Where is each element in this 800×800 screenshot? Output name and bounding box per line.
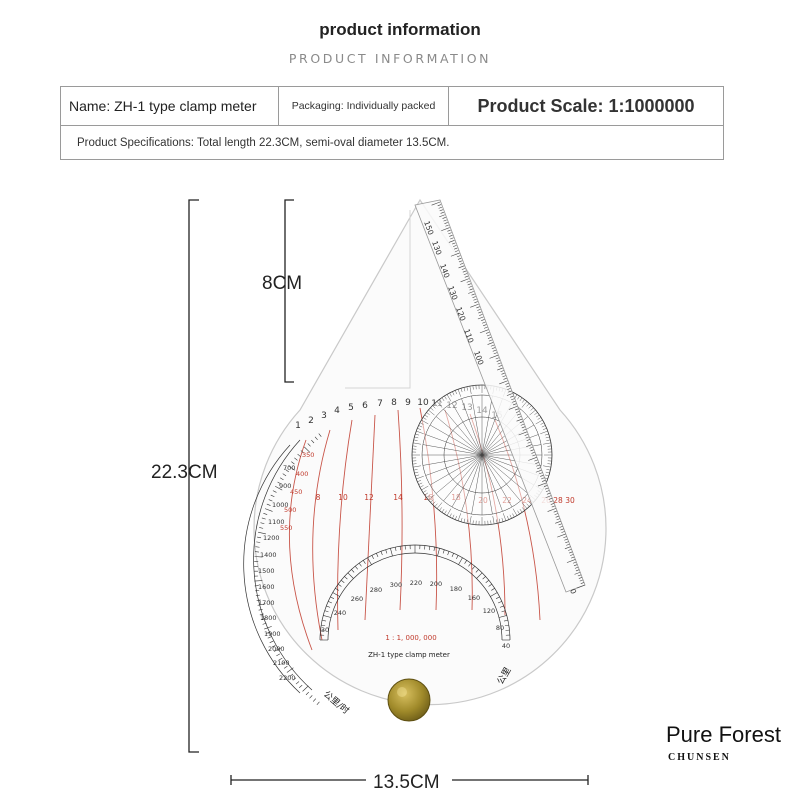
spec-scale: Product Scale: 1:1000000 xyxy=(477,95,695,116)
straight-ruler: 150 130 140 130 120 110 100 0 xyxy=(414,199,586,596)
spec-specifications: Product Specifications: Total length 22.… xyxy=(77,137,450,149)
svg-text:2200: 2200 xyxy=(279,674,296,682)
left-arc-scale xyxy=(243,439,313,694)
left-arc-ticks xyxy=(254,433,322,706)
svg-text:500: 500 xyxy=(284,506,296,514)
svg-text:220: 220 xyxy=(410,579,422,587)
brass-knob xyxy=(387,678,431,722)
svg-text:280: 280 xyxy=(370,586,382,594)
svg-text:1600: 1600 xyxy=(258,583,275,591)
svg-text:5: 5 xyxy=(348,403,354,413)
svg-text:80: 80 xyxy=(496,624,504,632)
svg-text:8: 8 xyxy=(391,398,397,408)
svg-text:450: 450 xyxy=(290,488,302,496)
dimension-label-top: 8CM xyxy=(262,273,303,294)
svg-text:1200: 1200 xyxy=(263,534,280,542)
svg-text:300: 300 xyxy=(390,581,402,589)
ruler-unit-left: 公里/时 xyxy=(321,688,352,717)
svg-text:14: 14 xyxy=(393,493,403,502)
svg-text:40: 40 xyxy=(502,642,510,650)
svg-text:2000: 2000 xyxy=(268,645,285,653)
svg-text:6: 6 xyxy=(362,401,368,411)
svg-text:240: 240 xyxy=(334,609,346,617)
spec-row-1: Name: ZH-1 type clamp meter Packaging: I… xyxy=(61,87,723,126)
svg-text:180: 180 xyxy=(450,585,462,593)
svg-text:400: 400 xyxy=(296,470,308,478)
svg-text:4: 4 xyxy=(334,406,340,416)
bottom-protractor-ticks xyxy=(320,545,510,641)
brand-sub: CHUNSEN xyxy=(668,752,731,763)
svg-text:2: 2 xyxy=(308,416,314,426)
svg-text:1100: 1100 xyxy=(268,518,285,526)
svg-text:550: 550 xyxy=(280,524,292,532)
svg-text:700: 700 xyxy=(283,464,295,472)
svg-text:7: 7 xyxy=(377,399,383,409)
svg-text:1800: 1800 xyxy=(260,614,277,622)
svg-text:10: 10 xyxy=(338,493,348,502)
ruler-scale-text: 1 : 1, 000, 000 xyxy=(385,634,436,642)
dimension-label-width: 13.5CM xyxy=(373,772,440,793)
svg-text:12: 12 xyxy=(364,493,374,502)
svg-text:260: 260 xyxy=(351,595,363,603)
svg-text:0: 0 xyxy=(568,588,578,596)
left-arc-numbers: 700 900 1000 1100 1200 1400 1500 1600 1700 180… xyxy=(258,464,296,682)
bottom-protractor-numbers: 30 240 260 280 300 220 200 180 160 120 80 40 xyxy=(321,579,510,650)
svg-text:1000: 1000 xyxy=(272,501,289,509)
svg-text:2100: 2100 xyxy=(273,659,290,667)
svg-text:200: 200 xyxy=(430,580,442,588)
spec-packaging: Packaging: Individually packed xyxy=(279,87,449,125)
svg-text:30: 30 xyxy=(565,496,575,505)
svg-text:120: 120 xyxy=(483,607,495,615)
page-title: product information xyxy=(319,20,481,39)
brand-name: Pure Forest xyxy=(666,722,781,747)
svg-text:9: 9 xyxy=(405,398,411,408)
svg-text:1700: 1700 xyxy=(258,599,275,607)
svg-text:8: 8 xyxy=(316,493,321,502)
svg-text:1: 1 xyxy=(295,421,301,431)
ruler-model-text: ZH-1 type clamp meter xyxy=(368,651,450,659)
dimension-lines xyxy=(188,199,589,785)
svg-text:900: 900 xyxy=(279,482,291,490)
svg-text:1500: 1500 xyxy=(258,567,275,575)
spec-name: Name: ZH-1 type clamp meter xyxy=(61,87,279,125)
svg-text:28: 28 xyxy=(553,496,563,505)
left-red-numbers: 350 400 450 500 550 xyxy=(280,451,314,532)
dimension-label-length: 22.3CM xyxy=(151,462,218,483)
svg-text:160: 160 xyxy=(468,594,480,602)
svg-text:10: 10 xyxy=(417,398,429,408)
spec-table: Name: ZH-1 type clamp meter Packaging: I… xyxy=(60,86,724,160)
svg-text:30: 30 xyxy=(321,626,329,634)
page-subtitle: PRODUCT INFORMATION xyxy=(288,51,492,66)
svg-text:1400: 1400 xyxy=(260,551,277,559)
svg-text:1900: 1900 xyxy=(264,630,281,638)
svg-text:350: 350 xyxy=(302,451,314,459)
svg-text:3: 3 xyxy=(321,411,327,421)
